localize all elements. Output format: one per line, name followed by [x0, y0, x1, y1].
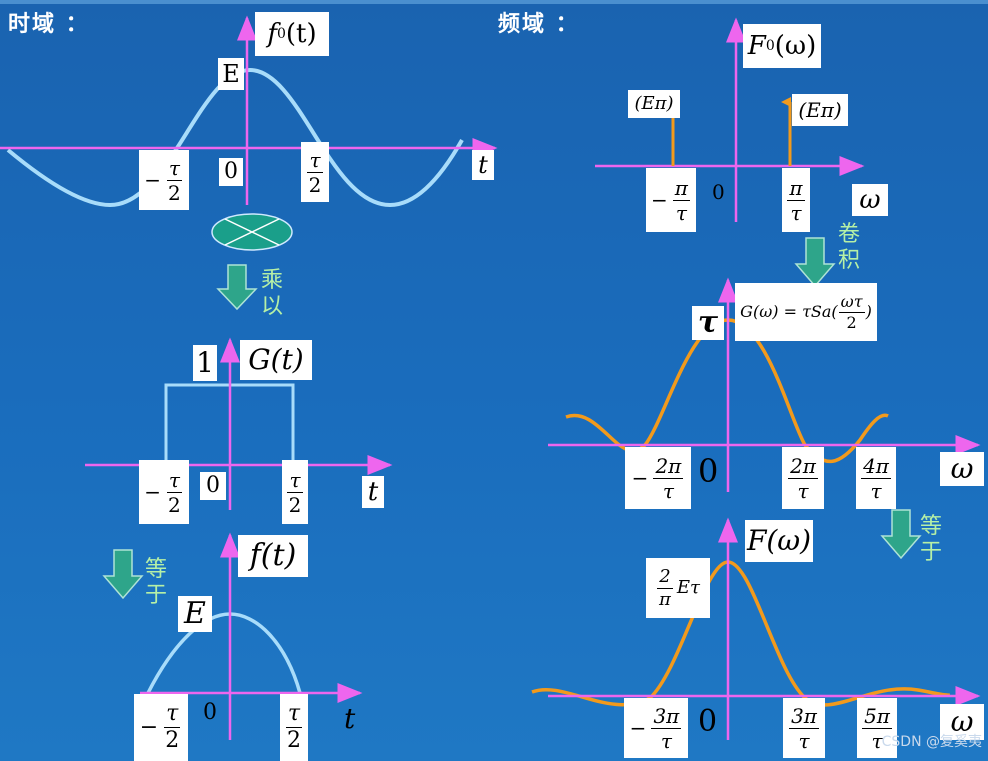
G-origin-label: 0	[698, 452, 719, 490]
g-origin-label: 0	[200, 472, 226, 500]
convolve-label: 卷积	[837, 222, 860, 273]
g-function-label: G(t)	[240, 340, 312, 380]
top-bar	[0, 0, 988, 4]
arrow-multiply	[216, 264, 258, 311]
f0-cosine-curve	[6, 67, 464, 208]
time-domain-heading: 时域 ：	[8, 12, 90, 37]
arrow-convolve	[794, 237, 836, 288]
f-amplitude-label: E	[178, 596, 212, 632]
freq-domain-heading: 频域 ：	[498, 12, 580, 37]
multiply-symbol	[211, 213, 293, 251]
f-cosine-pulse	[146, 612, 302, 694]
f-function-label: f(t)	[238, 535, 308, 577]
equals-left-label: 等于	[144, 557, 167, 608]
impulse-right-label: (Eπ)	[792, 94, 848, 126]
equals-right-label: 等于	[919, 514, 942, 565]
watermark: CSDN @复奚夷	[881, 734, 982, 750]
F0-origin-label: 0	[712, 180, 725, 204]
F-origin-label: 0	[698, 704, 718, 739]
f0-origin-label: 0	[219, 158, 243, 186]
impulse-left-label: (Eπ)	[628, 90, 680, 118]
G-peak-label: τ	[692, 306, 724, 340]
f-sinc-curve	[531, 560, 951, 707]
multiply-label: 乘以	[260, 268, 283, 319]
F-omega-axis-label: ω	[940, 704, 984, 740]
G-omega-axis-label: ω	[940, 452, 984, 486]
g-height-label: 1	[193, 345, 217, 381]
f0-amplitude-label: E	[218, 58, 244, 90]
f-t-axis-label: t	[344, 702, 356, 735]
F-function-label: F(ω)	[745, 520, 813, 562]
f0-t-axis-label: t	[472, 150, 494, 180]
F0-omega-axis-label: ω	[852, 184, 888, 216]
arrow-equals-left	[102, 549, 144, 600]
arrow-equals-right	[880, 509, 922, 560]
f-origin-label: 0	[203, 700, 217, 725]
g-t-axis-label: t	[362, 476, 384, 508]
